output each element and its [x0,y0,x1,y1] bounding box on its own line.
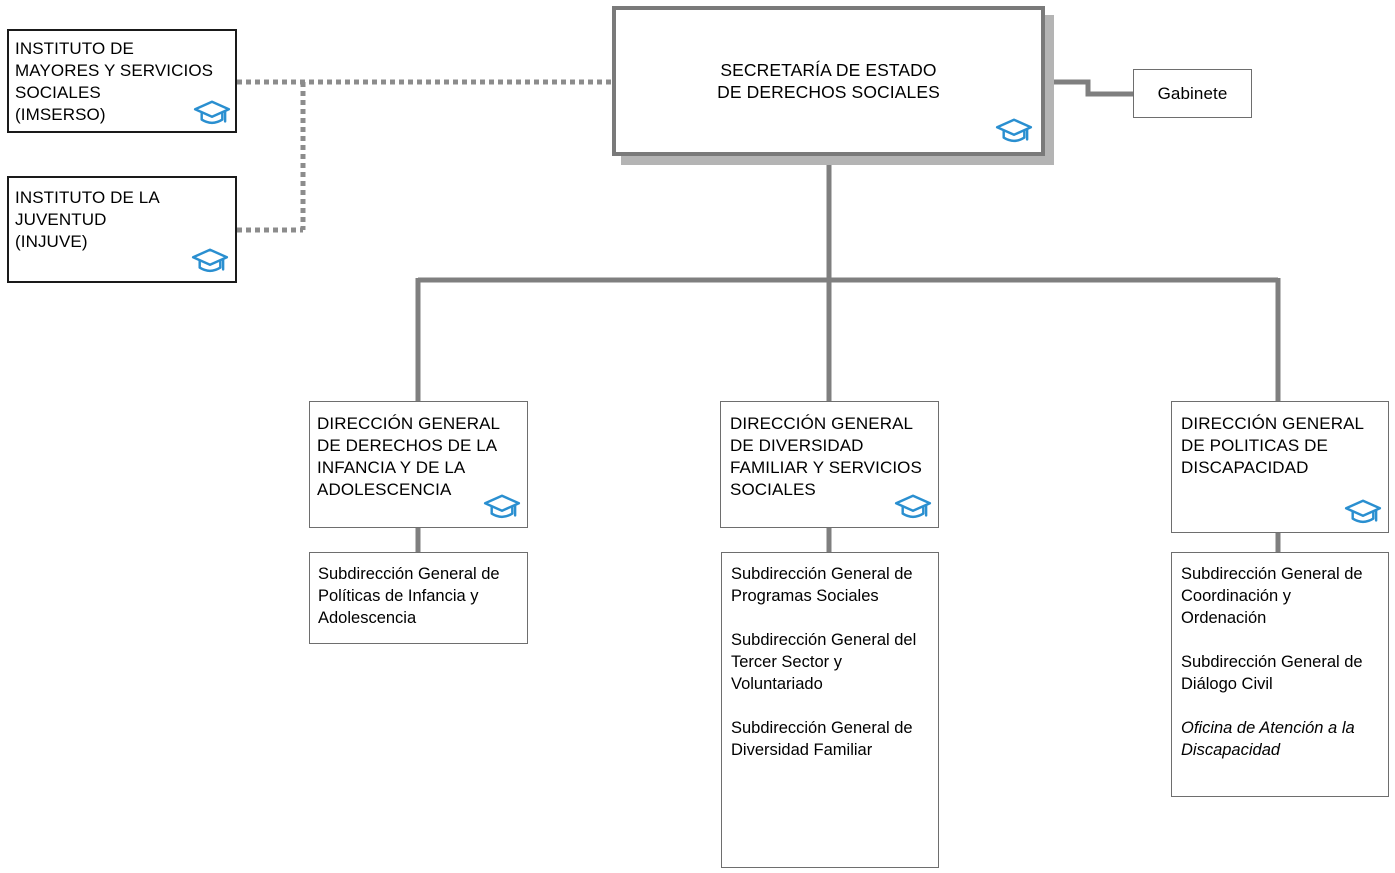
direccion-general-label: DIRECCIÓN GENERAL DE DERECHOS DE LA INFA… [317,414,501,499]
graduation-cap-icon [894,492,932,522]
subdireccion-item: Subdirección General de Diálogo Civil [1181,653,1363,693]
direccion-general-diversidad-box: DIRECCIÓN GENERAL DE DIVERSIDAD FAMILIAR… [720,401,939,528]
graduation-cap-icon [995,116,1033,146]
dotted-connector [237,79,612,233]
organismo-label: INSTITUTO DE MAYORES Y SERVICIOS SOCIALE… [15,39,214,124]
subdirecciones-box: Subdirección General de Coordinación y O… [1171,552,1389,797]
organismo-label: INSTITUTO DE LA JUVENTUD (INJUVE) [15,188,160,251]
graduation-cap-icon [483,492,521,522]
subdirecciones-box: Subdirección General de Programas Social… [721,552,939,868]
gabinete-box: Gabinete [1133,69,1252,118]
subdireccion-item: Subdirección General del Tercer Sector y… [731,631,917,693]
secretaria-estado-box: SECRETARÍA DE ESTADO DE DERECHOS SOCIALE… [612,6,1045,156]
subdireccion-item: Subdirección General de Diversidad Famil… [731,719,913,759]
subdireccion-item: Subdirección General de Programas Social… [731,565,913,605]
oficina-item: Oficina de Atención a la Discapacidad [1181,719,1355,759]
subdireccion-item: Subdirección General de Políticas de Inf… [318,565,500,627]
direccion-general-infancia-box: DIRECCIÓN GENERAL DE DERECHOS DE LA INFA… [309,401,528,528]
graduation-cap-icon [191,246,229,276]
direccion-general-label: DIRECCIÓN GENERAL DE POLITICAS DE DISCAP… [1181,414,1365,477]
direccion-general-discapacidad-box: DIRECCIÓN GENERAL DE POLITICAS DE DISCAP… [1171,401,1389,533]
organismo-injuve-box: INSTITUTO DE LA JUVENTUD (INJUVE) [7,176,237,283]
gabinete-label: Gabinete [1157,83,1228,103]
solid-connector [415,79,1281,552]
organismo-imserso-box: INSTITUTO DE MAYORES Y SERVICIOS SOCIALE… [7,29,237,133]
graduation-cap-icon [1344,497,1382,527]
direccion-general-label: DIRECCIÓN GENERAL DE DIVERSIDAD FAMILIAR… [730,414,922,499]
subdireccion-item: Subdirección General de Coordinación y O… [1181,565,1363,627]
graduation-cap-icon [193,98,231,128]
secretaria-estado-label: SECRETARÍA DE ESTADO DE DERECHOS SOCIALE… [717,60,940,102]
subdirecciones-box: Subdirección General de Políticas de Inf… [309,552,528,644]
